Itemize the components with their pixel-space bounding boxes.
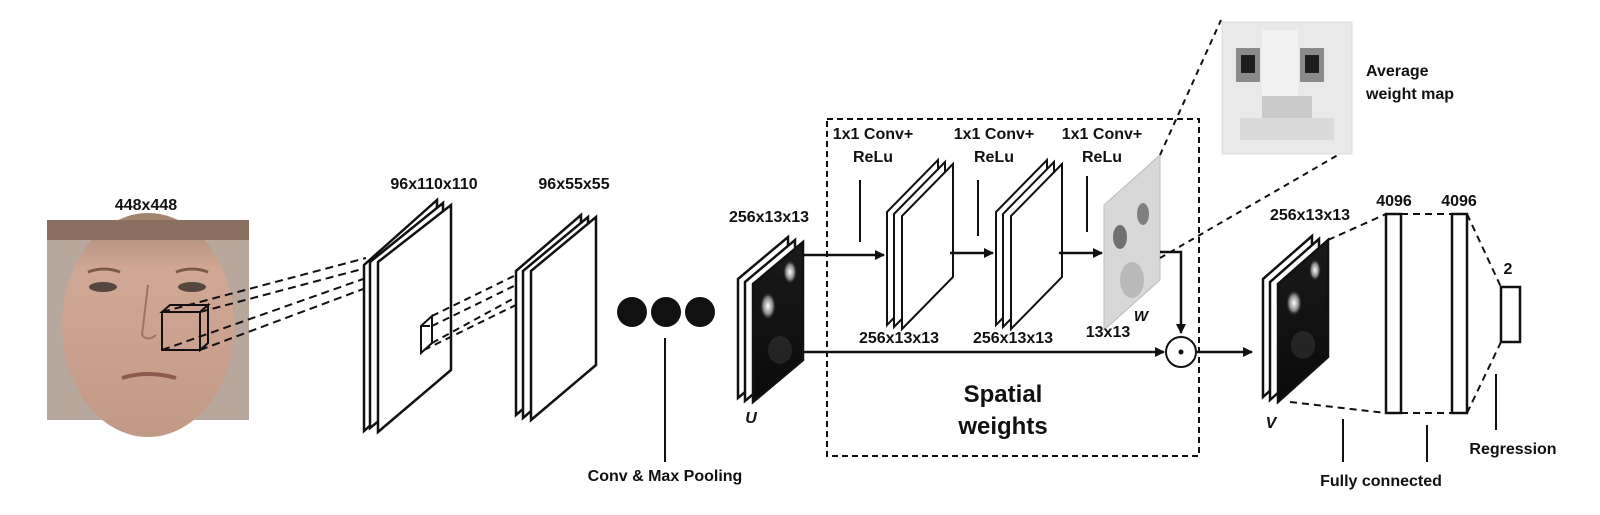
sw-conv3-label-line1: 1x1 Conv+ [1062,126,1142,143]
fc1-to-fc2-lines [1401,213,1452,414]
v-size-label: 256x13x13 [1270,207,1350,224]
u-feature-maps [736,234,805,405]
fc2-size-label: 4096 [1441,193,1477,210]
sw-conv1-label-line1: 1x1 Conv+ [833,126,913,143]
avg-map-label-line1: Average [1366,63,1429,80]
zoom-lines [1159,19,1351,259]
spatial-weights-box [826,118,1200,457]
w-weight-map [1103,153,1161,332]
spatial-weights-label-line2: weights [957,413,1047,440]
sw-size1-label: 256x13x13 [859,330,939,347]
sw-size2-label: 256x13x13 [973,330,1053,347]
fc1-layer [1384,212,1403,415]
fc1-size-label: 4096 [1376,193,1412,210]
v-feature-maps [1261,233,1330,405]
spatial-weights-label-line1: Spatial [964,381,1043,408]
conv1-projection-lines [423,273,519,351]
out-size-label: 2 [1504,261,1513,278]
fc2-to-out-lines [1466,213,1502,414]
caption-pointers [1342,374,1497,462]
input-projection-lines [161,257,367,351]
sw-conv2-maps [995,157,1063,332]
u-symbol: U [745,410,757,427]
regression-label: Regression [1469,441,1556,458]
conv-pool-caption: Conv & Max Pooling [588,468,743,485]
pool1-feature-maps [514,212,598,423]
output-layer [1499,285,1522,344]
pool1-size-label: 96x55x55 [538,176,609,193]
input-face-image [47,213,249,437]
multiply-operator-icon [1165,336,1197,368]
sw-conv3-label-line2: ReLu [1082,149,1122,166]
u-size-label: 256x13x13 [729,209,809,226]
avg-map-label-line2: weight map [1365,86,1454,103]
arrow-w-to-multiply [1160,250,1186,334]
fc2-layer [1450,212,1469,415]
fully-connected-label: Fully connected [1320,473,1442,490]
w-size-label: 13x13 [1086,324,1131,341]
v-symbol: V [1266,415,1278,432]
ellipsis-dots [617,297,715,327]
receptive-box [159,302,211,353]
sw-conv2-label-line1: 1x1 Conv+ [954,126,1034,143]
sw-conv2-label-line2: ReLu [974,149,1014,166]
sw-conv1-label-line2: ReLu [853,149,893,166]
sw-conv1-maps [886,157,954,332]
average-weight-map [1221,21,1353,155]
v-to-fc-lines [1289,213,1387,414]
conv1-feature-maps [362,197,453,435]
input-size-label: 448x448 [115,197,177,214]
conv1-size-label: 96x110x110 [390,176,477,193]
w-symbol: W [1134,308,1150,325]
